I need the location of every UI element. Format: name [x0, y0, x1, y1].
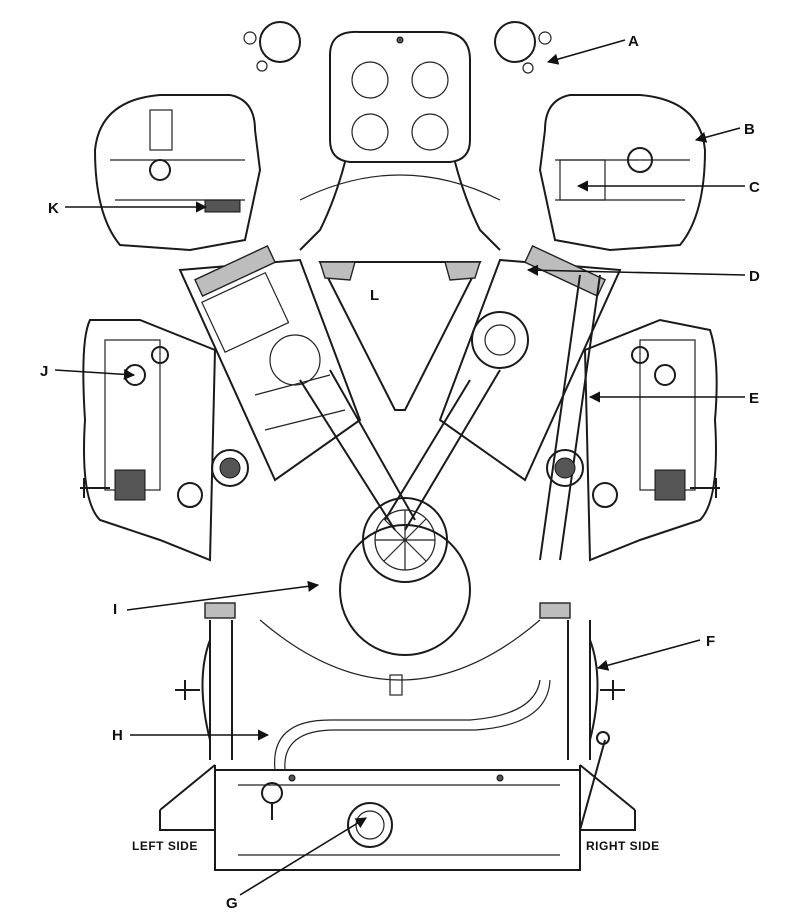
callout-e: E	[749, 390, 759, 407]
exhaust-manifold	[299, 30, 501, 251]
crankshaft	[339, 497, 471, 656]
left-cylinder-bank	[93, 94, 362, 482]
right-side-label: RIGHT SIDE	[586, 839, 660, 853]
connecting-rods	[299, 369, 501, 531]
callout-d: D	[749, 268, 760, 285]
left-fuel-pump	[80, 319, 249, 562]
callout-i: I	[113, 601, 117, 618]
callout-f: F	[706, 633, 715, 650]
oil-pan	[159, 731, 636, 871]
callout-g: G	[226, 895, 238, 912]
callout-a: A	[628, 33, 639, 50]
cylinder-v-core	[299, 174, 501, 411]
callout-k: K	[48, 200, 59, 217]
callout-j: J	[40, 363, 48, 380]
right-fuel-pump	[546, 318, 720, 562]
oil-pipe	[274, 674, 551, 771]
callout-pointers	[54, 39, 746, 896]
air-intake-left	[243, 21, 301, 72]
air-intake-right	[494, 21, 552, 74]
callout-h: H	[112, 727, 123, 744]
crankcase	[175, 602, 625, 760]
left-side-label: LEFT SIDE	[132, 839, 198, 853]
callout-l: L	[370, 287, 379, 304]
callout-c: C	[749, 179, 760, 196]
callout-b: B	[744, 121, 755, 138]
right-cylinder-bank	[438, 94, 707, 561]
